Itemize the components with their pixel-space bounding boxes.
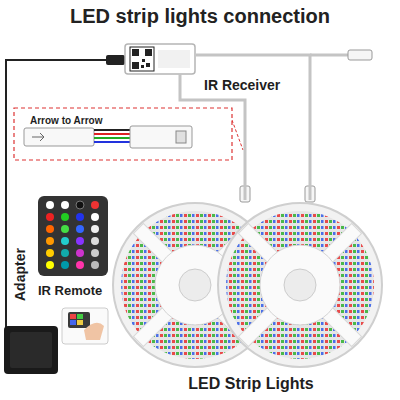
- receiver-illustration: [106, 55, 125, 65]
- node-label: Adapter: [12, 248, 29, 301]
- remote-illustration: [46, 225, 54, 233]
- connector-inset: [14, 108, 243, 160]
- remote-illustration: [76, 225, 84, 233]
- connector-inset: [94, 129, 130, 131]
- led-reel: [284, 269, 316, 301]
- adapter: Adapter: [2, 230, 62, 378]
- receiver-illustration: [106, 44, 372, 74]
- remote-illustration: [61, 225, 69, 233]
- remote-illustration: [76, 249, 84, 257]
- remote-illustration: [46, 261, 54, 269]
- node-label: IR Receiver: [204, 77, 280, 94]
- remote-illustration: [61, 237, 69, 245]
- led-reel: [226, 211, 374, 359]
- receiver-illustration: [141, 65, 144, 68]
- remote-illustration: [91, 225, 99, 233]
- receiver-illustration: [310, 54, 350, 57]
- connector-inset: [176, 131, 186, 143]
- connector-inset: [94, 141, 130, 143]
- hand-illustration: [84, 323, 104, 340]
- remote-illustration: [61, 213, 69, 221]
- remote-illustration: [91, 261, 99, 269]
- remote-illustration: [76, 201, 84, 209]
- receiver-illustration: [146, 63, 150, 67]
- hand-illustration: [77, 320, 83, 325]
- connector-inset: [130, 126, 192, 148]
- ir-remote: IR Remote: [36, 194, 110, 302]
- connector-inset: [32, 133, 44, 141]
- wire-connector: [6, 60, 106, 230]
- receiver-illustration: [348, 50, 372, 60]
- led-strip-reels: LED Strip Lights: [108, 200, 394, 396]
- ir-receiver: IR Receiver: [106, 44, 196, 74]
- receiver-illustration: [158, 50, 190, 68]
- remote-illustration: [61, 261, 69, 269]
- led-reel: [218, 203, 382, 367]
- wire-connector: [196, 55, 310, 200]
- led-reel: [179, 269, 211, 301]
- remote-illustration: [61, 249, 69, 257]
- remote-illustration: [76, 261, 84, 269]
- receiver-illustration: [145, 49, 152, 56]
- connector-callout: Arrow to Arrow: [14, 108, 232, 160]
- receiver-illustration: [132, 62, 139, 69]
- adapter-illustration: [5, 230, 7, 328]
- diagram-title: LED strip lights connection: [0, 4, 400, 28]
- connector-inset: [232, 120, 243, 150]
- remote-illustration: [61, 201, 69, 209]
- receiver-illustration: [142, 59, 145, 62]
- hand-illustration: [68, 312, 90, 328]
- hand-illustration: [62, 308, 108, 344]
- led-reel: [260, 245, 340, 325]
- connector-inset: [14, 108, 232, 160]
- adapter-illustration: [4, 230, 58, 374]
- receiver-illustration: [125, 44, 195, 74]
- node-label: LED Strip Lights: [188, 374, 313, 393]
- led-reel: [218, 203, 382, 367]
- remote-illustration: [46, 213, 54, 221]
- hand-illustration: [70, 314, 76, 319]
- strip-plugs: [240, 186, 315, 202]
- remote-illustration: [46, 249, 54, 257]
- adapter-illustration: [4, 326, 58, 374]
- connector-inset: [94, 137, 130, 139]
- remote-illustration: [38, 196, 108, 276]
- remote-illustration: [46, 237, 54, 245]
- adapter-illustration: [10, 332, 52, 368]
- receiver-illustration: [132, 49, 139, 56]
- remote-illustration: [76, 237, 84, 245]
- remote-illustration: [38, 196, 108, 276]
- remote-illustration: [46, 201, 54, 209]
- node-label: IR Remote: [38, 283, 102, 299]
- receiver-illustration: [130, 47, 154, 71]
- hand-illustration: [70, 320, 76, 325]
- hand-illustration: [77, 314, 83, 319]
- hand-illustration: [62, 308, 108, 344]
- remote-illustration: [76, 213, 84, 221]
- remote-illustration: [91, 201, 99, 209]
- remote-illustration: [91, 213, 99, 221]
- connector-inset: [24, 128, 94, 146]
- node-label: Arrow to Arrow: [30, 115, 102, 127]
- remote-illustration: [91, 249, 99, 257]
- remote-illustration: [91, 237, 99, 245]
- connector-inset: [94, 133, 130, 135]
